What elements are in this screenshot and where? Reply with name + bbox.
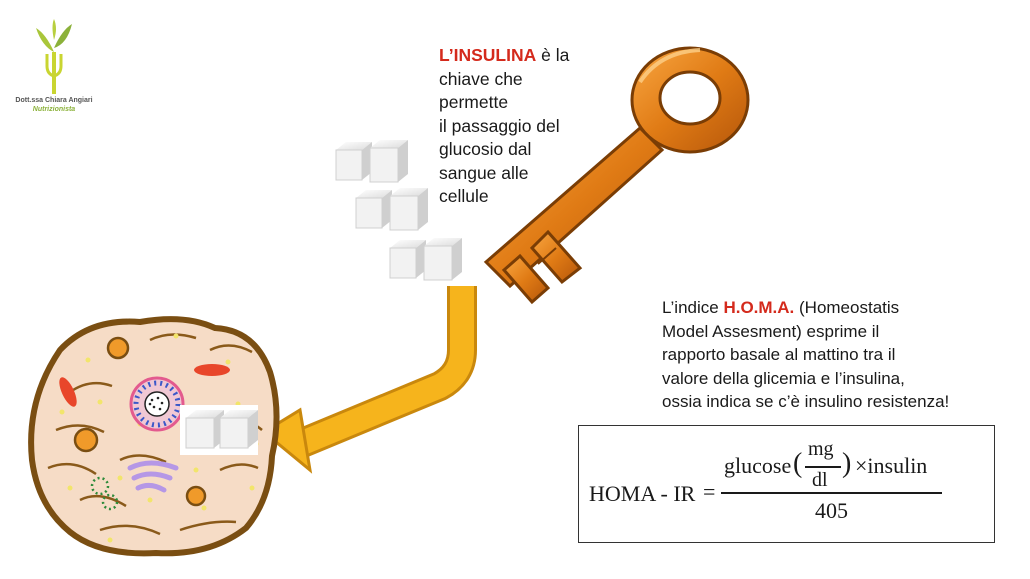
formula-insulin: ×insulin — [855, 453, 928, 478]
cell — [28, 316, 280, 557]
formula-glucose: glucose — [724, 453, 792, 478]
homa-description: L’indice H.O.M.A. (Homeostatis Model Ass… — [662, 296, 1002, 414]
insulin-line-1-rest: è la — [536, 45, 570, 65]
insulin-line-2: chiave che — [439, 68, 523, 89]
logo-role: Nutrizionista — [32, 106, 76, 113]
homa-line-1: L’indice H.O.M.A. (Homeostatis — [662, 296, 1002, 320]
homa-line-5: ossia indica se c’è insulino resistenza! — [662, 392, 950, 411]
homa-line-3: rapporto basale al mattino tra il — [662, 345, 896, 364]
logo-name: Dott.ssa Chiara Angiari — [15, 97, 93, 104]
insulin-description: L’INSULINA è la chiave che permette il p… — [439, 44, 589, 209]
formula-unit-top: mg — [808, 438, 834, 460]
homa-line-2: Model Assesment) esprime il — [662, 321, 880, 341]
insulin-line-6: sangue alle — [439, 162, 529, 183]
sugar-cubes-in-cell — [180, 405, 258, 455]
sugar-cubes — [335, 140, 462, 281]
sprout-fork-icon — [36, 19, 72, 94]
insulin-highlight: L’INSULINA — [439, 45, 537, 65]
homa-line-4: valore della glicemia e l’insulina, — [662, 368, 905, 388]
insulin-line-4: il passaggio del — [439, 115, 560, 136]
formula-unit-bar — [805, 466, 841, 468]
insulin-line-3: permette — [439, 92, 509, 112]
formula-equals: = — [703, 479, 716, 504]
insulin-line-5: glucosio dal — [439, 139, 532, 159]
formula-denominator: 405 — [815, 498, 848, 523]
formula-paren-right: ) — [842, 448, 852, 479]
formula-paren-left: ( — [793, 448, 803, 479]
formula-lhs: HOMA - IR — [589, 481, 696, 506]
logo: Dott.ssa Chiara Angiari Nutrizionista — [6, 18, 102, 128]
formula-unit-bottom: dl — [812, 469, 828, 491]
key-icon — [483, 46, 750, 305]
glucose-arrow — [261, 286, 477, 474]
homa-line-1-rest: (Homeostatis — [794, 298, 900, 317]
homa-formula: HOMA - IR = glucose ( mg dl ) ×insulin 4… — [578, 425, 995, 543]
insulin-line-1: L’INSULINA è la — [439, 44, 589, 68]
formula-fraction-bar — [721, 492, 942, 494]
insulin-line-7: cellule — [439, 186, 489, 206]
homa-highlight: H.O.M.A. — [723, 298, 795, 317]
homa-intro: L’indice — [662, 298, 724, 317]
